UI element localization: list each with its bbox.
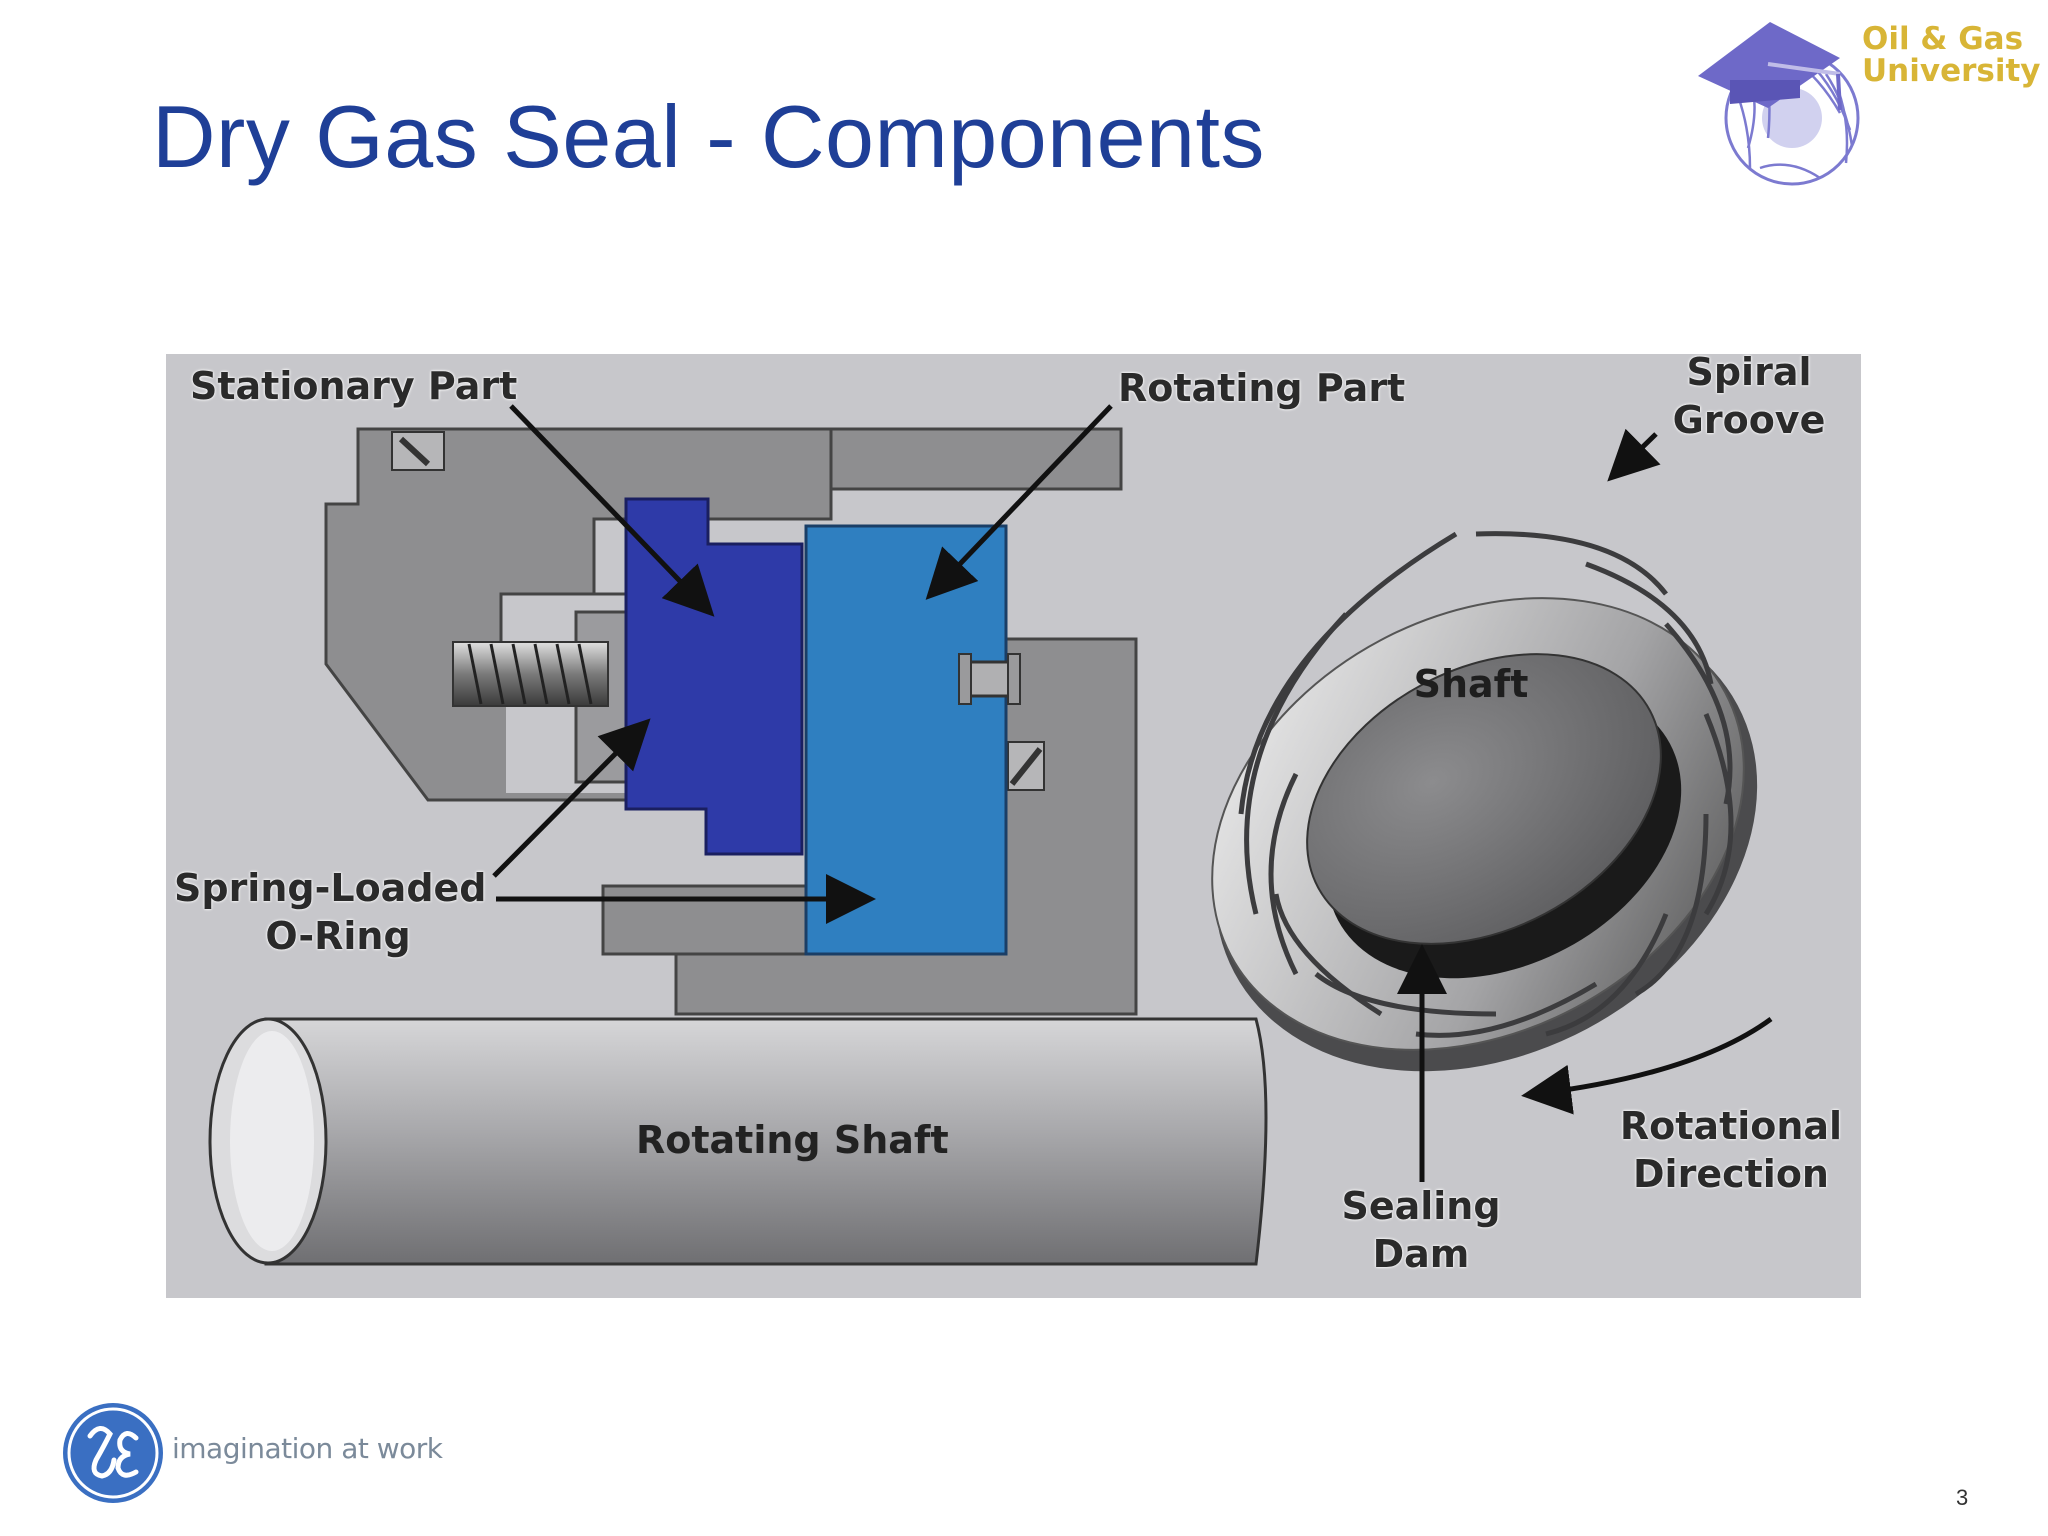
oil-gas-university-logo: Oil & Gas University [1690,18,2041,188]
label-shaft: Shaft [1413,662,1529,706]
spiral-groove-arrow [1607,428,1661,482]
label-rotating-part: Rotating Part [1118,366,1406,410]
brand-line-1: Oil & Gas [1862,21,2024,57]
label-rotational-line2: Direction [1633,1152,1829,1196]
graduation-cap-turbine-icon [1698,22,1860,186]
rotating-seal-face [804,524,1008,956]
spiral-groove-disc [1211,531,1758,1072]
label-spiral-groove-line1: Spiral [1686,350,1812,394]
page-number: 3 [1956,1485,1969,1510]
rotating-shaft-cylinder [208,1017,1268,1266]
rotating-part-arrow [925,404,1113,600]
rotational-direction-arrow [1521,1016,1773,1115]
slide-title: Dry Gas Seal - Components [152,87,1265,186]
stationary-part-arrow [509,404,715,617]
spring-arrow [492,718,651,878]
label-rotating-shaft: Rotating Shaft [636,1118,949,1162]
ge-monogram-icon [60,1400,166,1506]
label-sealing-line2: Dam [1372,1232,1470,1276]
label-o-ring: O-Ring [265,914,411,958]
label-sealing-line1: Sealing [1341,1184,1501,1228]
label-spring-loaded: Spring-Loaded [174,866,487,910]
seal-cross-section-drawing [208,404,1773,1266]
label-stationary-part: Stationary Part [190,364,518,408]
dry-gas-seal-diagram: Stationary Part Rotating Part Spiral Gro… [166,350,1861,1298]
brand-line-2: University [1862,53,2041,89]
label-rotational-line1: Rotational [1619,1104,1843,1148]
ge-tagline: imagination at work [172,1432,443,1465]
label-spiral-groove-line2: Groove [1672,398,1826,442]
